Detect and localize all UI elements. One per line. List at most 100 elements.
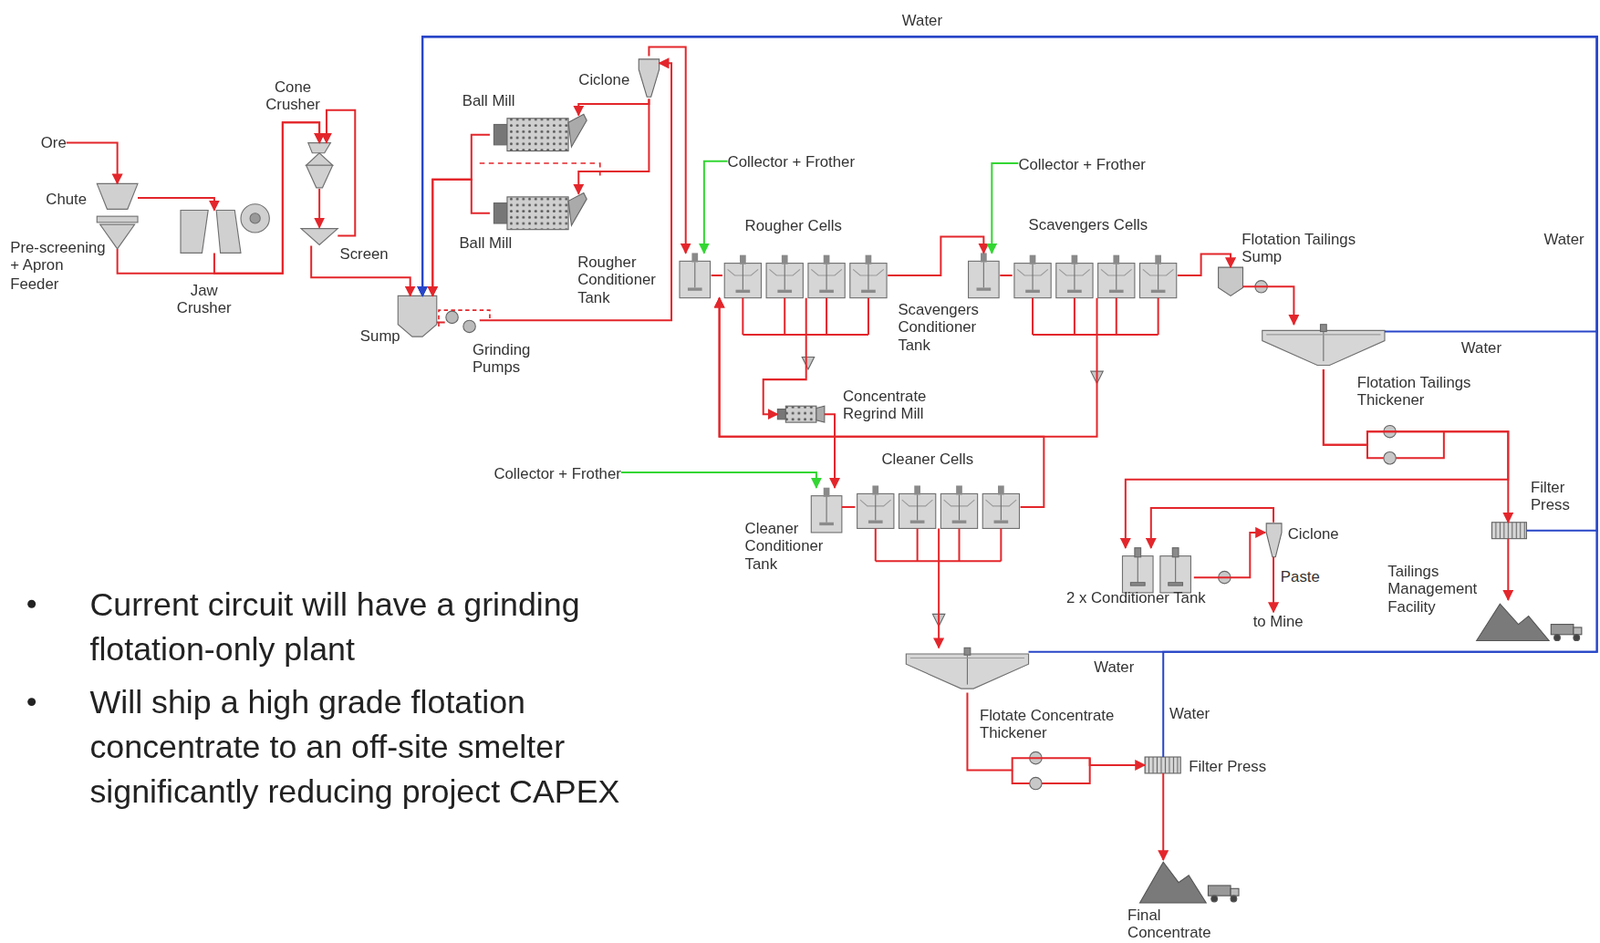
slurry-line — [887, 237, 984, 277]
equipment-label: Ciclone — [1288, 524, 1340, 542]
equipment-node: Scavengers Conditioner Tank — [966, 252, 1000, 298]
valves-pumps — [801, 267, 1396, 790]
slurry-line — [436, 321, 446, 323]
equipment-node: Jaw Crusher — [178, 209, 271, 253]
equipment-label: Rougher Cells — [745, 216, 842, 234]
text-node: Collector + Frother — [493, 464, 621, 482]
launder-manifolds — [742, 298, 1444, 784]
stockpiles — [1140, 603, 1582, 904]
equipment-node: Scavengers Cells — [1012, 252, 1178, 298]
equipment-label: Ciclone — [578, 70, 630, 88]
reagent-line — [621, 472, 817, 489]
equipment-node: Ciclone — [1265, 522, 1282, 558]
equipment-node: Pre-screening + Apron Feeder — [96, 216, 138, 250]
equipment-node: 2 x Conditioner Tank — [1120, 548, 1195, 588]
stream-label: Water — [1093, 658, 1134, 676]
equipment-node: Concentrate Regrind Mill — [777, 404, 824, 425]
equipment-label: Chute — [45, 189, 87, 208]
equipment-label: Flotation Tailings Thickener — [1357, 373, 1486, 409]
slurry-line — [966, 693, 1145, 771]
slurry-line — [1506, 539, 1509, 601]
equipment-label: Filter Press — [1188, 757, 1267, 775]
equipment-node: Ciclone — [638, 56, 659, 100]
equipment-node: Cleaner Cells — [854, 485, 1020, 529]
equipment-label: to Mine — [1253, 612, 1304, 630]
slurry-line — [648, 46, 686, 253]
equipment-label: Collector + Frother — [1018, 155, 1145, 173]
edge-label: Paste — [1278, 567, 1322, 585]
text-node: to Mine — [1253, 612, 1304, 630]
equipment-node: Sump — [397, 295, 437, 337]
equipment-label: Flotation Tailings Sump — [1241, 230, 1370, 267]
bullet-text: Will ship a high grade flotation concent… — [89, 679, 702, 815]
equipment-node: Cone Crusher — [303, 143, 337, 189]
equipment-node: Rougher Cells — [722, 252, 888, 298]
equipment-label: Flotate Concentrate Thickener — [979, 706, 1138, 742]
equipment-label: Final Concentrate — [1127, 905, 1225, 942]
slurry-line — [841, 506, 856, 509]
reagent-line — [991, 163, 1019, 253]
stream-label: Water — [1169, 704, 1210, 722]
crushing-icons — [96, 143, 437, 338]
equipment-node: Rougher Conditioner Tank — [678, 252, 712, 298]
slurry-line — [1323, 369, 1508, 523]
text-node: Ore — [41, 134, 67, 152]
slurry-line — [1151, 508, 1274, 549]
slurry-line — [578, 99, 649, 116]
text-node: Collector + Frother — [727, 153, 855, 171]
slurry-line — [711, 274, 723, 277]
slurry-line — [578, 99, 649, 195]
equipment-node: Screen — [301, 227, 338, 246]
stream-label: Water — [1461, 338, 1502, 356]
water-line — [422, 36, 1598, 758]
equipment-node: Cleaner Conditioner Tank — [810, 488, 842, 531]
slurry-line — [719, 298, 1045, 508]
water-line — [422, 36, 1598, 332]
equipment-label: Screen — [340, 244, 389, 262]
thickeners-filters — [905, 324, 1527, 774]
equipment-label: Rougher Conditioner Tank — [577, 252, 675, 306]
equipment-label: Pre-screening + Apron Feeder — [10, 238, 111, 292]
equipment-label: 2 x Conditioner Tank — [1066, 588, 1206, 606]
equipment-label: Collector + Frother — [727, 153, 855, 171]
bullet-text: Current circuit will have a grinding flo… — [89, 581, 692, 672]
equipment-label: Cleaner Conditioner Tank — [745, 519, 838, 572]
equipment-label: Sump — [360, 326, 401, 344]
slurry-line — [214, 122, 320, 274]
equipment-node: Grinding Pumps — [445, 308, 480, 335]
equipment-label: Concentrate Regrind Mill — [842, 386, 946, 423]
grinding-icons — [438, 59, 825, 423]
water-line — [422, 36, 1598, 653]
slurry-line — [1194, 532, 1266, 578]
slurry-line — [824, 414, 835, 489]
bullet-dots — [27, 600, 36, 707]
equipment-node: Filter Press — [1491, 522, 1527, 540]
slurry-line — [66, 143, 118, 185]
equipment-label: Ball Mill — [458, 233, 512, 251]
slurry-line — [432, 135, 490, 297]
slurry-line — [719, 298, 1098, 437]
equipment-label: Ore — [41, 134, 67, 152]
equipment-label: Collector + Frother — [493, 464, 621, 482]
reagent-line — [704, 161, 728, 254]
equipment-node: Flotation Tailings Sump — [1218, 267, 1244, 296]
equipment-node: Tailings Management Facility — [1474, 600, 1585, 644]
equipment-node: Chute — [96, 183, 138, 217]
equipment-label: Jaw Crusher — [173, 281, 235, 318]
equipment-node: Ball Mill — [489, 194, 587, 234]
slurry-line — [1272, 557, 1275, 613]
equipment-label: Tailings Management Facility — [1387, 561, 1474, 615]
slurry-line — [937, 528, 940, 648]
equipment-node: Flotation Tailings Thickener — [1262, 324, 1385, 370]
text-node: Collector + Frother — [1018, 155, 1145, 173]
equipment-label: Scavengers Conditioner Tank — [897, 300, 995, 354]
slurry-line — [1177, 254, 1231, 276]
slurry-line — [326, 110, 355, 237]
stream-label: Water — [902, 10, 943, 29]
equipment-label: Filter Press — [1530, 478, 1582, 515]
equipment-node: Flotate Concentrate Thickener — [905, 647, 1029, 693]
slurry-line — [318, 188, 321, 229]
equipment-node: Final Concentrate — [1137, 860, 1240, 904]
stream-label: Water — [1543, 230, 1584, 249]
slurry-line — [1242, 286, 1294, 324]
